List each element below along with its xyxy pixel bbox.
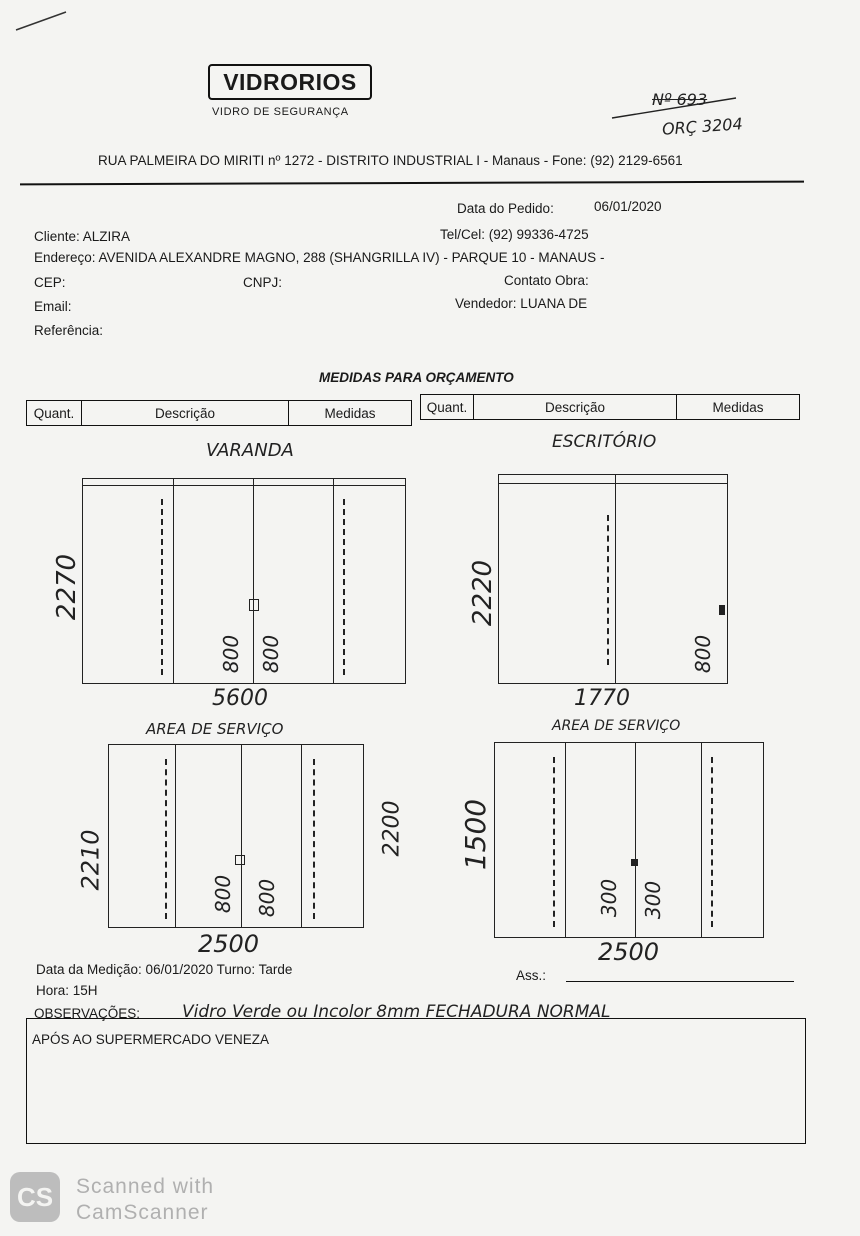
brand-tagline: VIDRO DE SEGURANÇA [212, 106, 349, 118]
camscanner-logo: CS [10, 1172, 60, 1222]
col-meas: Medidas [712, 399, 764, 415]
address-field: Endereço: AVENIDA ALEXANDRE MAGNO, 288 (… [34, 250, 605, 265]
window-sketch-area-servico-1 [108, 744, 364, 928]
col-qty: Quant. [421, 395, 474, 419]
order-date-value: 06/01/2020 [594, 199, 662, 214]
panel-dim: 800 [219, 634, 244, 674]
height-dim: 2220 [468, 559, 499, 627]
pen-mark [15, 11, 67, 31]
width-dim: 2500 [198, 930, 260, 958]
phone-field: Tel/Cel: (92) 99336-4725 [440, 227, 589, 242]
col-desc: Descrição [474, 395, 677, 419]
sketch-label-escritorio: ESCRITÓRIO [552, 432, 657, 452]
strike-mark [611, 97, 737, 119]
col-desc: Descrição [82, 401, 289, 425]
panel-dim: 800 [691, 634, 716, 674]
email-field: Email: [34, 299, 72, 314]
order-date-label: Data do Pedido: [457, 201, 554, 216]
measures-header-right: Quant. Descrição Medidas [420, 394, 800, 420]
sketch-label-area-servico: AREA DE SERVIÇO [146, 720, 284, 738]
camscanner-line2: CamScanner [76, 1201, 209, 1224]
height-dim: 2210 [76, 829, 105, 891]
panel-dim: 300 [597, 878, 622, 918]
camscanner-line1: Scanned with [76, 1175, 215, 1198]
col-qty: Quant. [27, 401, 82, 425]
contact-field: Contato Obra: [504, 273, 589, 288]
brand-logo: VIDRORIOS [208, 64, 372, 100]
company-address: RUA PALMEIRA DO MIRITI nº 1272 - DISTRIT… [98, 153, 683, 168]
reference-field: Referência: [34, 323, 104, 338]
panel-dim: 800 [211, 874, 236, 914]
measure-date-field: Data da Medição: 06/01/2020 Turno: Tarde [36, 962, 293, 977]
col-meas: Medidas [324, 405, 376, 421]
sketch-label-area-servico: AREA DE SERVIÇO [552, 718, 681, 734]
observations-label: OBSERVAÇÕES: [34, 1006, 141, 1021]
observations-handwritten: Vidro Verde ou Incolor 8mm FECHADURA NOR… [182, 1002, 611, 1022]
height-dim: 1500 [459, 798, 493, 871]
width-dim: 2500 [598, 938, 660, 966]
window-sketch-escritorio [498, 474, 728, 684]
header-divider [19, 180, 805, 186]
seller-field: Vendedor: LUANA DE [455, 296, 588, 311]
signature-label: Ass.: [516, 968, 547, 983]
hour-field: Hora: 15H [36, 983, 98, 998]
cnpj-field: CNPJ: [243, 275, 283, 290]
right-dim: 2200 [379, 800, 405, 857]
measures-title: MEDIDAS PARA ORÇAMENTO [319, 370, 514, 385]
width-dim: 1770 [574, 686, 630, 711]
panel-dim: 800 [255, 878, 280, 918]
width-dim: 5600 [212, 686, 268, 711]
cep-field: CEP: [34, 275, 66, 290]
observations-box [26, 1018, 806, 1144]
sketch-label-varanda: VARANDA [206, 440, 294, 461]
height-dim: 2270 [52, 553, 83, 621]
window-sketch-area-servico-2 [494, 742, 764, 938]
panel-dim: 800 [259, 634, 284, 674]
measures-header-left: Quant. Descrição Medidas [26, 400, 412, 426]
window-sketch-varanda [82, 478, 406, 684]
client-field: Cliente: ALZIRA [34, 229, 131, 244]
observations-text: APÓS AO SUPERMERCADO VENEZA [32, 1032, 270, 1047]
signature-line [566, 981, 794, 982]
panel-dim: 300 [641, 880, 666, 920]
camscanner-text: Scanned with CamScanner [76, 1174, 214, 1226]
